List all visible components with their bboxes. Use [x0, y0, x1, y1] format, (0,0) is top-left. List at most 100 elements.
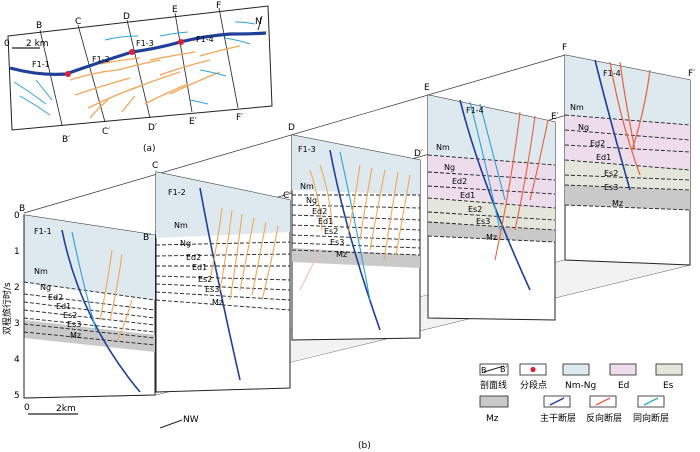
layer-mz [24, 320, 155, 352]
inset-caption: (a) [143, 144, 156, 154]
svg-text:Ed1: Ed1 [56, 302, 71, 311]
layer-nm-ng [428, 95, 555, 165]
antithetic-fault-icon [595, 397, 611, 406]
section-top-label: B [19, 204, 25, 214]
orange-fault-lines [309, 164, 411, 261]
inset-label-top: B [36, 21, 42, 31]
section-bottom-label: F′ [688, 69, 695, 79]
main-fault-line [61, 229, 141, 393]
section-bottom-label: D′ [414, 149, 423, 159]
svg-text:Mz: Mz [486, 233, 497, 242]
inset-north-label: N [255, 17, 262, 27]
section-d: D D′ F1-3 [288, 123, 423, 341]
direction-arrow-icon [159, 419, 183, 429]
inset-label-bottom: E′ [189, 117, 197, 127]
inset-fault-label: F1-2 [92, 55, 110, 64]
inset-segment-point [129, 49, 135, 55]
section-top-label: E [424, 83, 430, 93]
inset-fault-label: F1-1 [32, 60, 50, 69]
svg-text:Es3: Es3 [476, 217, 490, 226]
direction-label: NW [183, 415, 199, 425]
synthetic-fault-line [71, 231, 97, 331]
legend: B B′ 剖面线 分段点 Nm-Ng Ed Es Mz 主干断层 反向断层 同向… [479, 363, 683, 424]
svg-text:Ed2: Ed2 [48, 293, 63, 302]
layer-mz [428, 222, 555, 242]
axis-tick-label: 0 [14, 211, 20, 221]
main-fault-line [594, 59, 631, 191]
layer-nm-ng [156, 172, 290, 238]
inset-label-bottom: C′ [102, 127, 110, 137]
main-fault-line [329, 149, 381, 331]
synthetic-fault-line [469, 101, 506, 231]
svg-text:Nm: Nm [300, 182, 314, 191]
orange-fault-lines [99, 249, 133, 341]
horizons [291, 194, 421, 256]
inset-label-top: E [172, 5, 178, 15]
svg-text:Es2: Es2 [63, 311, 77, 320]
main-fault-icon [549, 397, 565, 406]
layer-es [428, 198, 555, 230]
north-arrow-icon [257, 15, 263, 31]
inset-map: 0 2 km N B C D E F B′ C′ D′ E′ F′ F1-1 F… [4, 1, 273, 154]
inset-main-fault [9, 31, 267, 76]
synthetic-fault-line [339, 151, 371, 301]
orange-fault-lines [209, 207, 279, 301]
antithetic-fault-line [609, 61, 641, 176]
layer-ed [428, 155, 555, 208]
main-fault-line [199, 187, 241, 381]
svg-text:Ng: Ng [578, 123, 589, 132]
svg-text:Ed2: Ed2 [590, 139, 605, 148]
layer-ed [565, 115, 690, 170]
inset-section-line-e [174, 12, 193, 113]
svg-text:Mz: Mz [212, 298, 223, 307]
main-scale: 0 2km NW (b) [24, 403, 371, 451]
axis-tick-label: 5 [14, 391, 20, 401]
axis-tick-label: 3 [14, 319, 20, 329]
axis-tick-label: 2 [14, 283, 20, 293]
inset-label-top: D [123, 12, 130, 22]
svg-text:Ng: Ng [306, 196, 317, 205]
section-f: F F′ F1-4 [562, 43, 695, 266]
svg-text:Es2: Es2 [324, 227, 338, 236]
faint-fault-line [299, 249, 321, 291]
antithetic-fault-line [631, 69, 651, 151]
inset-label-top: C [75, 17, 81, 27]
layer-es [565, 160, 690, 190]
inset-segment-point [65, 71, 71, 77]
svg-text:Ng: Ng [444, 163, 455, 172]
inset-label-bottom: F′ [236, 113, 243, 123]
section-c: C C′ F1-2 [152, 161, 291, 393]
svg-text:Ed2: Ed2 [186, 253, 201, 262]
inset-section-line-f [218, 7, 239, 109]
svg-text:B′: B′ [500, 365, 507, 374]
section-line-icon [483, 365, 505, 373]
svg-text:Nm: Nm [174, 221, 188, 230]
svg-text:Nm: Nm [34, 267, 48, 276]
svg-text:Ed2: Ed2 [452, 177, 467, 186]
section-fault-label: F1-4 [466, 106, 484, 115]
svg-text:Es2: Es2 [198, 275, 212, 284]
svg-text:Mz: Mz [486, 414, 499, 424]
section-e: E E′ F1-4 [424, 83, 559, 321]
svg-text:分段点: 分段点 [520, 379, 547, 391]
svg-text:Nm: Nm [570, 103, 584, 112]
svg-text:Mz: Mz [336, 250, 347, 259]
inset-section-line-b [39, 29, 63, 126]
layer-nm-ng [565, 55, 690, 125]
svg-text:Es: Es [663, 381, 674, 391]
synthetic-fault-icon [643, 397, 659, 406]
inset-segment-point [178, 39, 184, 45]
svg-text:B: B [481, 366, 487, 375]
section-bottom-label: C′ [283, 191, 291, 201]
section-top-label: C [152, 161, 158, 171]
svg-text:Ed1: Ed1 [192, 263, 207, 272]
inset-scale-start: 0 [4, 39, 10, 49]
section-fault-label: F1-3 [298, 145, 316, 154]
svg-text:Es2: Es2 [468, 205, 482, 214]
horizons [23, 281, 156, 346]
layer-nm-ng [24, 215, 155, 300]
svg-text:Ed2: Ed2 [312, 207, 327, 216]
svg-text:Es2: Es2 [604, 169, 618, 178]
svg-text:剖面线: 剖面线 [480, 379, 507, 391]
svg-text:Es3: Es3 [330, 238, 344, 247]
